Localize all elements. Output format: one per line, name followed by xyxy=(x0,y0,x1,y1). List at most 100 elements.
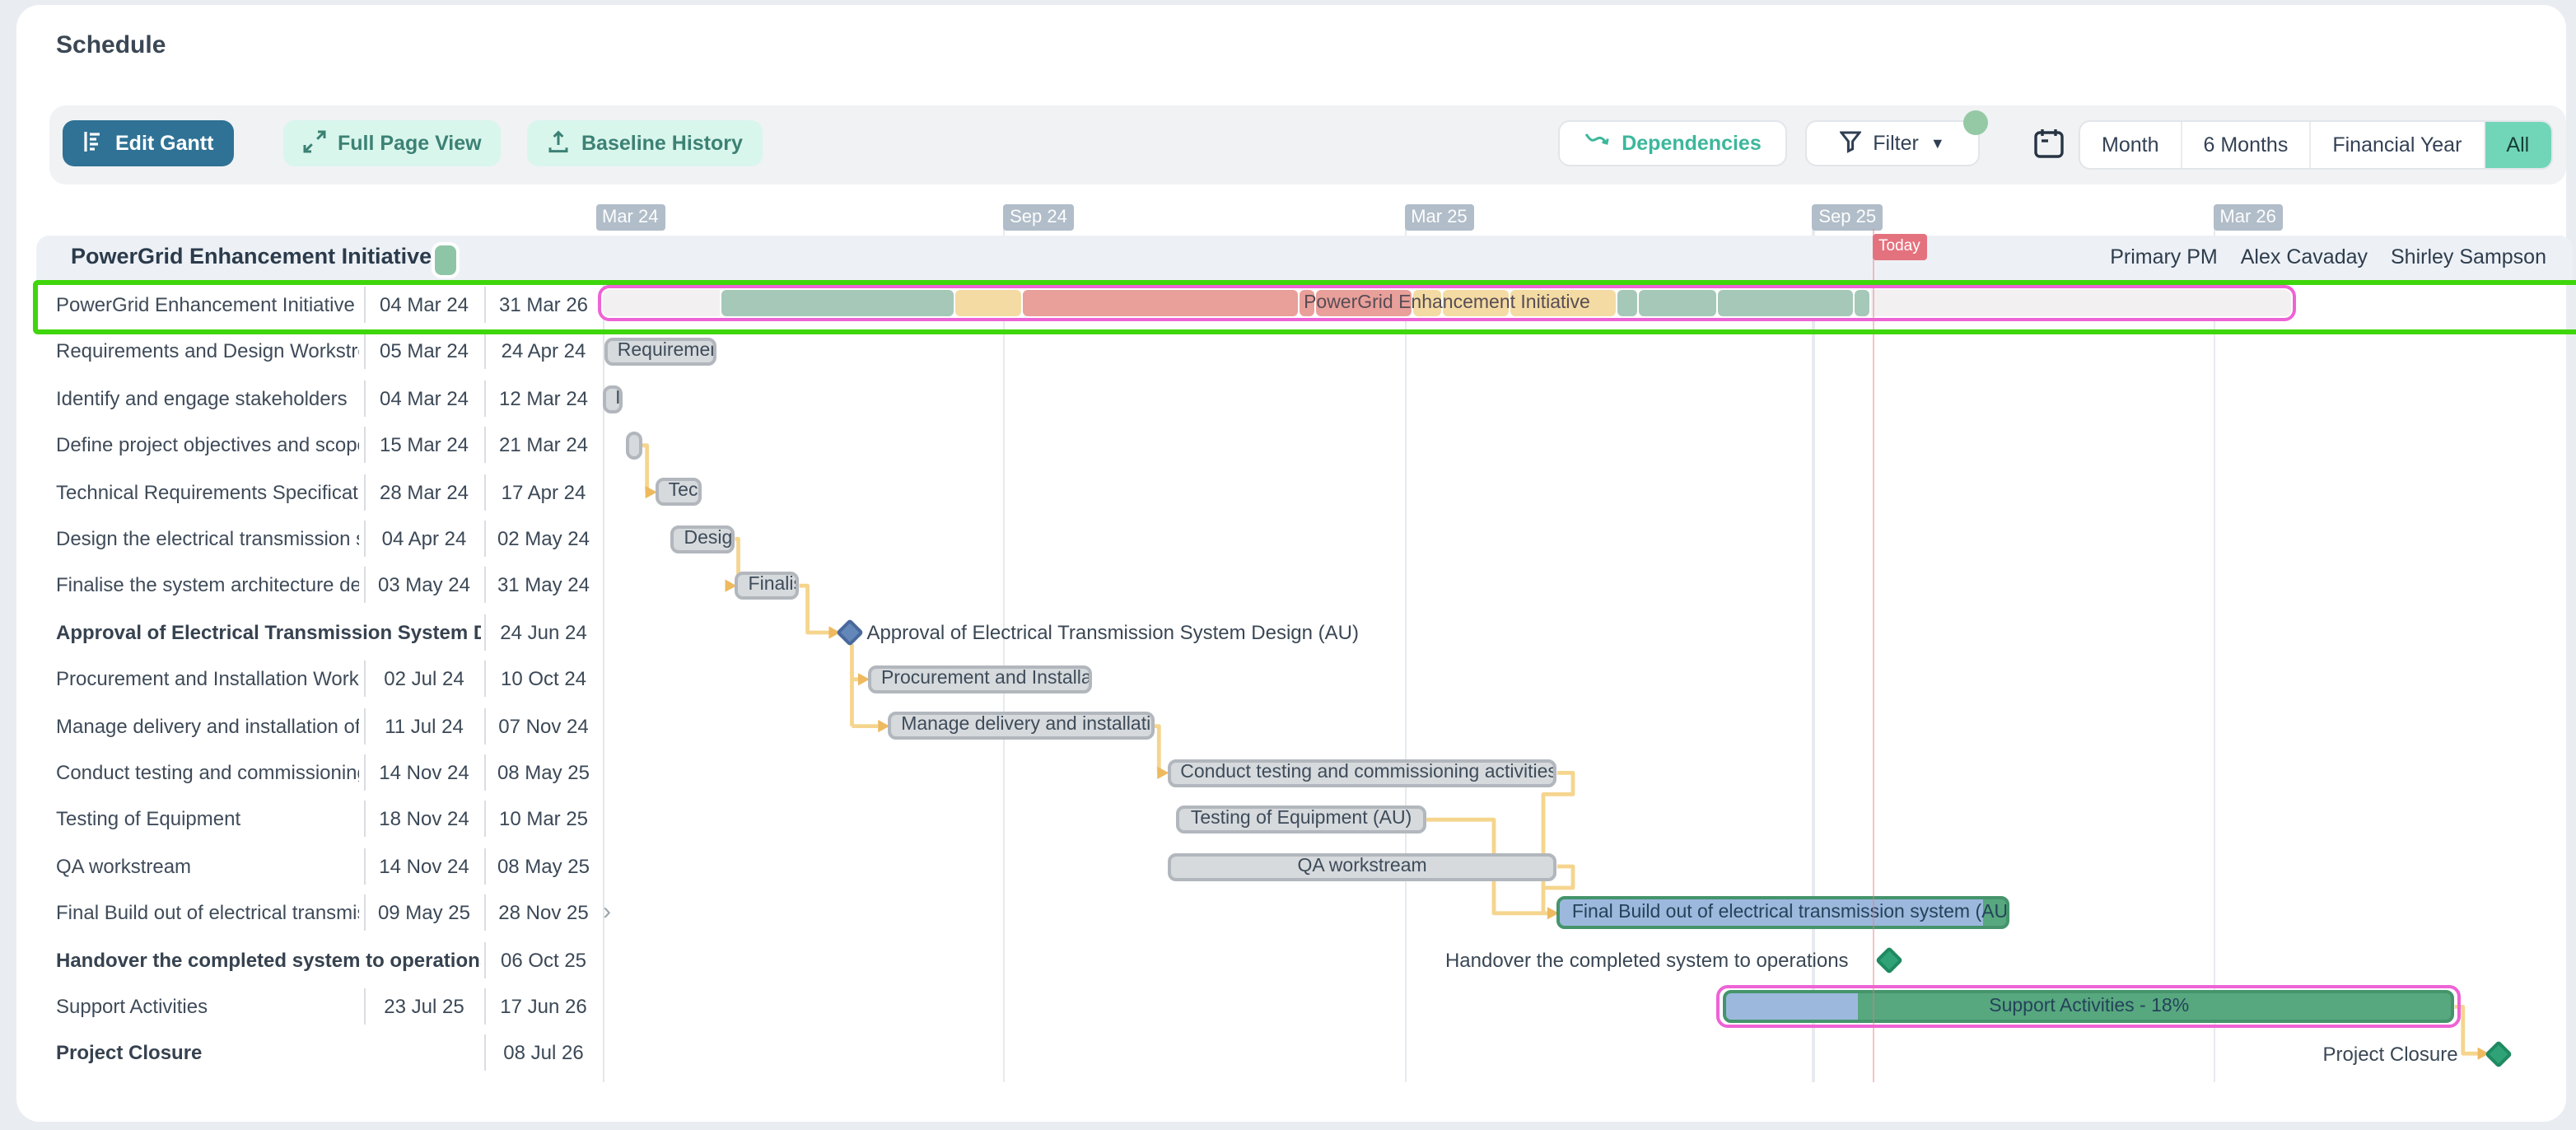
edit-gantt-button[interactable]: Edit Gantt xyxy=(63,120,234,166)
progress-fill xyxy=(1560,899,1984,927)
chevron-right-icon[interactable]: › xyxy=(603,898,611,927)
gantt-icon xyxy=(82,129,104,157)
task-name: Technical Requirements Specification xyxy=(56,480,359,504)
view-option-6-months[interactable]: 6 Months xyxy=(2182,122,2312,168)
gantt-bar-progress[interactable]: Final Build out of electrical transmissi… xyxy=(1556,896,2009,930)
table-row[interactable]: Finalise the system architecture design 0… xyxy=(36,563,2576,609)
filter-active-dot xyxy=(1963,110,1988,135)
bar-label: Design xyxy=(684,528,733,549)
bar-label: Testing of Equipment (AU) xyxy=(1190,809,1412,829)
bar-label: Identify xyxy=(615,388,621,408)
table-row[interactable]: Requirements and Design Workstream05 Mar… xyxy=(36,329,2576,376)
task-start-date: 18 Nov 24 xyxy=(379,807,469,831)
milestone-label: Approval of Electrical Transmission Syst… xyxy=(866,621,1359,644)
task-start-date: 15 Mar 24 xyxy=(379,433,469,457)
table-row[interactable]: Define project objectives and scope 15 Ma… xyxy=(36,422,2576,469)
column-separator xyxy=(364,287,366,323)
upload-icon xyxy=(547,129,570,157)
timeline-month-label: Sep 24 xyxy=(1003,204,1074,231)
filter-button[interactable]: Filter ▼ xyxy=(1805,110,1988,166)
bar-label: QA workstream xyxy=(1297,856,1427,876)
health-segment-yellow xyxy=(955,290,1021,317)
table-row[interactable]: Handover the completed system to operati… xyxy=(36,936,2576,983)
task-end-date: 31 Mar 26 xyxy=(498,293,589,316)
bar-label: Requirements xyxy=(617,341,714,362)
bar-selection-outline[interactable] xyxy=(1716,985,2462,1029)
task-end-date: 24 Apr 24 xyxy=(501,339,586,363)
task-name: Manage delivery and installation of equ xyxy=(56,714,359,738)
health-segment-red xyxy=(1299,290,1314,317)
full-page-view-button[interactable]: Full Page View xyxy=(283,120,502,166)
view-option-month[interactable]: Month xyxy=(2080,122,2182,168)
gantt-bar-task[interactable]: Finalis xyxy=(735,572,800,600)
task-start-date: 04 Mar 24 xyxy=(379,386,469,410)
milestone-label: Handover the completed system to operati… xyxy=(1444,948,1849,972)
column-separator xyxy=(364,380,366,417)
table-row[interactable]: Approval of Electrical Transmission Syst… xyxy=(36,609,2576,656)
task-end-date: 02 May 24 xyxy=(497,527,590,550)
timeline-month-label: Sep 25 xyxy=(1812,204,1883,231)
gantt-bar-task[interactable]: QA workstream xyxy=(1167,852,1557,880)
task-start-date: 05 Mar 24 xyxy=(379,339,469,363)
view-option-financial-year[interactable]: Financial Year xyxy=(2311,122,2485,168)
task-name: Identify and engage stakeholders xyxy=(56,386,348,410)
pm-name[interactable]: Alex Cavaday xyxy=(2240,245,2368,268)
task-name: Finalise the system architecture design xyxy=(56,573,359,597)
gantt-bar-task[interactable]: Conduct testing and commissioning activi… xyxy=(1167,759,1557,787)
column-separator xyxy=(364,754,366,791)
task-name: QA workstream xyxy=(56,854,192,878)
table-row[interactable]: Final Build out of electrical transmissi… xyxy=(36,890,2576,936)
task-end-date: 06 Oct 25 xyxy=(500,948,587,972)
baseline-history-button[interactable]: Baseline History xyxy=(527,120,763,166)
gantt-bar-task[interactable]: Manage delivery and installation xyxy=(888,712,1155,740)
column-separator xyxy=(364,333,366,370)
gantt-bar-task[interactable] xyxy=(626,431,642,460)
column-separator xyxy=(484,661,486,698)
task-start-date: 04 Mar 24 xyxy=(379,293,469,316)
table-row[interactable]: Conduct testing and commissioning act14 … xyxy=(36,749,2576,796)
table-row[interactable]: Manage delivery and installation of equ1… xyxy=(36,703,2576,749)
gantt-bar-task[interactable]: Tech xyxy=(655,478,702,507)
health-segment-yellow xyxy=(1510,290,1617,317)
gantt-bar-task[interactable]: Requirements xyxy=(604,338,717,367)
gantt-bar-task[interactable]: Procurement and Installatio xyxy=(867,665,1092,693)
table-row[interactable]: PowerGrid Enhancement Initiative 04 Mar 2… xyxy=(36,282,2576,329)
gantt-bar-task[interactable]: Design xyxy=(670,525,735,553)
gantt-bar-task[interactable]: Testing of Equipment (AU) xyxy=(1176,805,1427,834)
task-end-date: 07 Nov 24 xyxy=(498,714,589,738)
project-status-pill[interactable] xyxy=(432,242,460,278)
task-name: Define project objectives and scope xyxy=(56,433,359,457)
gantt-bar-progress[interactable]: Support Activities - 18% xyxy=(1723,990,2455,1024)
calendar-icon xyxy=(2032,127,2065,170)
column-separator xyxy=(484,287,486,323)
table-row[interactable]: Design the electrical transmission syste… xyxy=(36,516,2576,563)
column-separator xyxy=(484,427,486,464)
progress-fill xyxy=(1726,993,1858,1020)
task-end-date: 28 Nov 25 xyxy=(498,901,589,925)
summary-bar-selected[interactable]: PowerGrid Enhancement Initiative xyxy=(597,285,2297,322)
task-start-date: 23 Jul 25 xyxy=(384,995,464,1018)
bar-label: Support Activities - 18% xyxy=(1989,997,2190,1017)
gantt-toolbar: Edit Gantt Full Page View Baseline Histo… xyxy=(49,105,2566,184)
month-gridline xyxy=(1003,229,1006,1082)
dependencies-icon xyxy=(1584,130,1610,156)
task-start-date: 03 May 24 xyxy=(377,573,471,597)
health-segment-teal xyxy=(1717,290,1854,317)
table-row[interactable]: Procurement and Installation Workstrea02… xyxy=(36,656,2576,703)
task-end-date: 10 Oct 24 xyxy=(500,667,587,691)
project-title: PowerGrid Enhancement Initiative xyxy=(71,244,432,268)
dependencies-button[interactable]: Dependencies xyxy=(1558,120,1787,166)
pm-name[interactable]: Shirley Sampson xyxy=(2391,245,2546,268)
column-separator xyxy=(484,380,486,417)
table-row[interactable]: Identify and engage stakeholders 04 Mar 2… xyxy=(36,376,2576,423)
bar-label: Conduct testing and commissioning activi… xyxy=(1180,762,1557,782)
gantt-bar-task[interactable]: Identify xyxy=(602,385,623,413)
view-option-all[interactable]: All xyxy=(2485,122,2551,168)
task-start-date: 04 Apr 24 xyxy=(381,527,467,550)
column-separator xyxy=(364,427,366,464)
